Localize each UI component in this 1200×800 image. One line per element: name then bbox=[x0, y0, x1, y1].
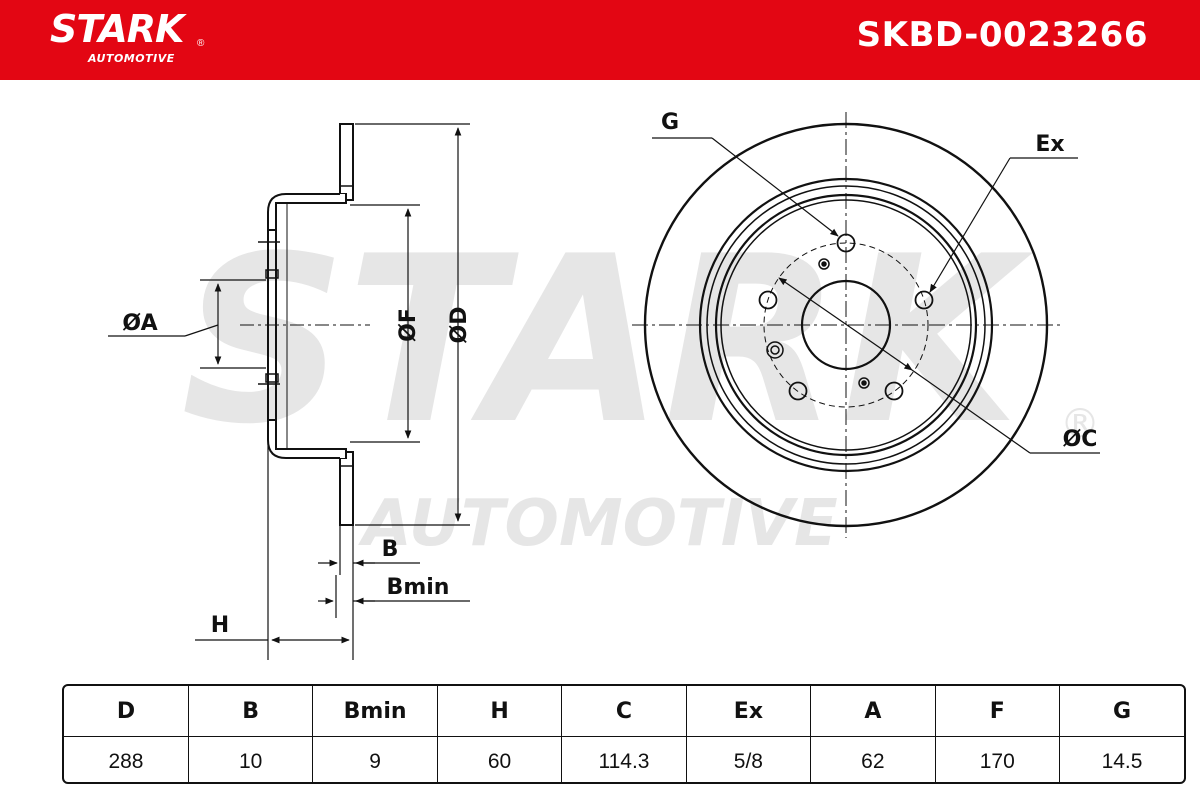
watermark-subtext: AUTOMOTIVE bbox=[357, 487, 838, 561]
spec-header-g: G bbox=[1059, 686, 1184, 737]
specification-table: D B Bmin H C Ex A F G 288 10 9 60 114.3 … bbox=[62, 684, 1186, 784]
spec-header-a: A bbox=[810, 686, 936, 737]
disc-front-view bbox=[632, 112, 1064, 538]
label-hole-g: G bbox=[661, 110, 679, 135]
label-thickness-bmin: Bmin bbox=[387, 575, 450, 600]
side-view-dimensions bbox=[108, 123, 470, 660]
spec-value-row: 288 10 9 60 114.3 5/8 62 170 14.5 bbox=[64, 736, 1184, 782]
spec-header-row: D B Bmin H C Ex A F G bbox=[64, 686, 1184, 737]
label-diameter-f: ØF bbox=[396, 308, 421, 342]
spec-header-d: D bbox=[64, 686, 189, 737]
spec-header-f: F bbox=[935, 686, 1061, 737]
spec-value-f: 170 bbox=[935, 736, 1061, 782]
spec-header-h: H bbox=[437, 686, 563, 737]
spec-value-h: 60 bbox=[437, 736, 563, 782]
brand-logo: STARK bbox=[50, 7, 184, 51]
spec-value-b: 10 bbox=[188, 736, 314, 782]
spec-header-b: B bbox=[188, 686, 314, 737]
part-number: SKBD-0023266 bbox=[856, 15, 1148, 55]
label-thickness-b: B bbox=[382, 537, 399, 562]
front-view-leaders bbox=[652, 137, 1100, 454]
spec-value-a: 62 bbox=[810, 736, 936, 782]
brand-registered-mark: ® bbox=[197, 38, 205, 49]
disc-side-view bbox=[240, 123, 370, 526]
spec-header-ex: Ex bbox=[686, 686, 812, 737]
header-bar: STARK ® AUTOMOTIVE SKBD-0023266 bbox=[0, 0, 1200, 80]
technical-drawing: STARK AUTOMOTIVE ® bbox=[108, 110, 1100, 660]
spec-value-g: 14.5 bbox=[1101, 750, 1143, 773]
label-diameter-d: ØD bbox=[447, 307, 472, 344]
watermark-registered: ® bbox=[1060, 401, 1100, 447]
label-bolt-circle-c: ØC bbox=[1063, 427, 1098, 452]
spec-value-bmin: 9 bbox=[312, 736, 438, 782]
label-diameter-a: ØA bbox=[122, 311, 157, 336]
spec-header-c: C bbox=[561, 686, 687, 737]
brand-subtitle: AUTOMOTIVE bbox=[88, 52, 175, 65]
spec-value-ex: 5/8 bbox=[686, 736, 812, 782]
spec-value-d: 288 bbox=[64, 736, 189, 782]
label-hole-count-ex: Ex bbox=[1035, 132, 1064, 157]
spec-value-c: 114.3 bbox=[561, 736, 687, 782]
label-height-h: H bbox=[211, 613, 229, 638]
spec-header-bmin: Bmin bbox=[312, 686, 438, 737]
